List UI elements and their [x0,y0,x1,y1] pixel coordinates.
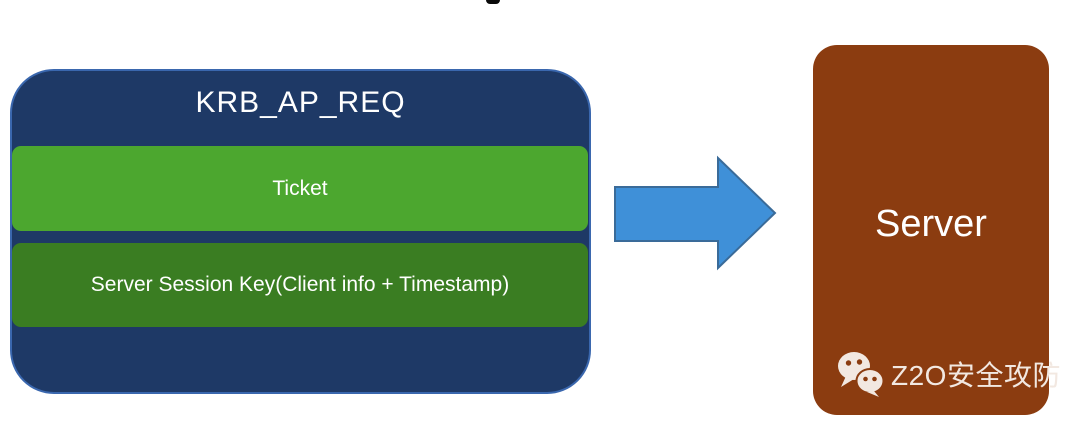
wechat-icon [838,352,885,397]
ticket-field: Ticket [12,146,588,231]
clipped-text-fragment [486,0,500,4]
right-arrow-icon [614,155,777,271]
watermark-text: Z2O安全攻防 [891,360,1061,391]
server-session-key-field: Server Session Key(Client info + Timesta… [12,243,588,327]
server-box: Server Z2O安全攻防 [813,45,1060,415]
server-label: Server [875,203,987,245]
krb-ap-req-title: KRB_AP_REQ [195,86,406,119]
krb-ap-req-box [10,69,591,394]
right-arrow-shape [614,155,777,271]
watermark: Z2O安全攻防 [837,349,1061,399]
